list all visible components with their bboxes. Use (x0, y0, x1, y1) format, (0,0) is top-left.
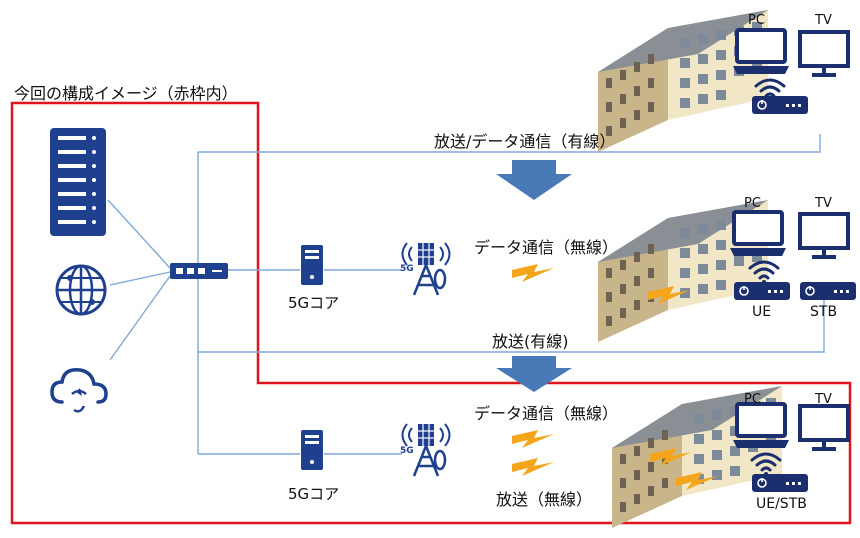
scope-label: 今回の構成イメージ（赤枠内） (14, 84, 238, 103)
wired-broadcast-link (198, 290, 825, 353)
tv-label: TV (815, 13, 832, 28)
network-switch-icon (170, 263, 228, 279)
globe-icon (55, 264, 107, 316)
laptop-icon (731, 28, 791, 76)
laptop-icon (731, 402, 791, 450)
tower-badge: 5G (400, 264, 414, 274)
wired-link-top (198, 134, 821, 153)
flow-arrow-down-1 (496, 160, 572, 200)
core-server-icon (301, 245, 323, 285)
wireless-data-label: データ通信（無線） (474, 238, 619, 257)
ue-stb-label: UE/STB (756, 496, 807, 512)
lightning-icon (512, 430, 554, 448)
pc-label: PC (744, 196, 761, 211)
pc-label: PC (748, 13, 765, 28)
server-rack-icon (50, 128, 106, 236)
scope-frame (10, 101, 852, 525)
core-label: 5Gコア (288, 294, 340, 312)
ue-device-icon (733, 281, 791, 301)
tv-label: TV (815, 392, 832, 407)
cloud-icon (50, 368, 108, 413)
ue-label: UE (752, 304, 772, 320)
tv-icon (798, 212, 850, 261)
wireless-data-label: データ通信（無線） (474, 404, 619, 423)
wired-broadcast-label: 放送(有線) (492, 332, 569, 351)
ue-stb-device-icon (751, 473, 809, 493)
wireless-broadcast-label: 放送（無線） (496, 490, 593, 509)
pc-label: PC (744, 392, 761, 407)
stb-label: STB (810, 304, 838, 320)
tower-badge: 5G (400, 446, 414, 456)
lightning-icon (512, 458, 554, 476)
core-server-icon (301, 430, 323, 470)
tv-label: TV (815, 196, 832, 211)
core-label: 5Gコア (288, 485, 340, 503)
link-lines (107, 134, 825, 455)
tv-icon (798, 30, 850, 79)
flow-arrow-down-2 (496, 356, 572, 392)
set-top-box-icon (799, 281, 857, 301)
link-switch-server (107, 199, 171, 269)
tv-icon (798, 404, 850, 453)
link-switch-globe (109, 271, 171, 286)
wired-link-label: 放送/データ通信（有線） (434, 132, 616, 151)
lightning-icon (512, 264, 554, 282)
laptop-icon (728, 210, 788, 258)
link-switch-cloud (109, 275, 171, 361)
set-top-box-icon (751, 95, 809, 115)
